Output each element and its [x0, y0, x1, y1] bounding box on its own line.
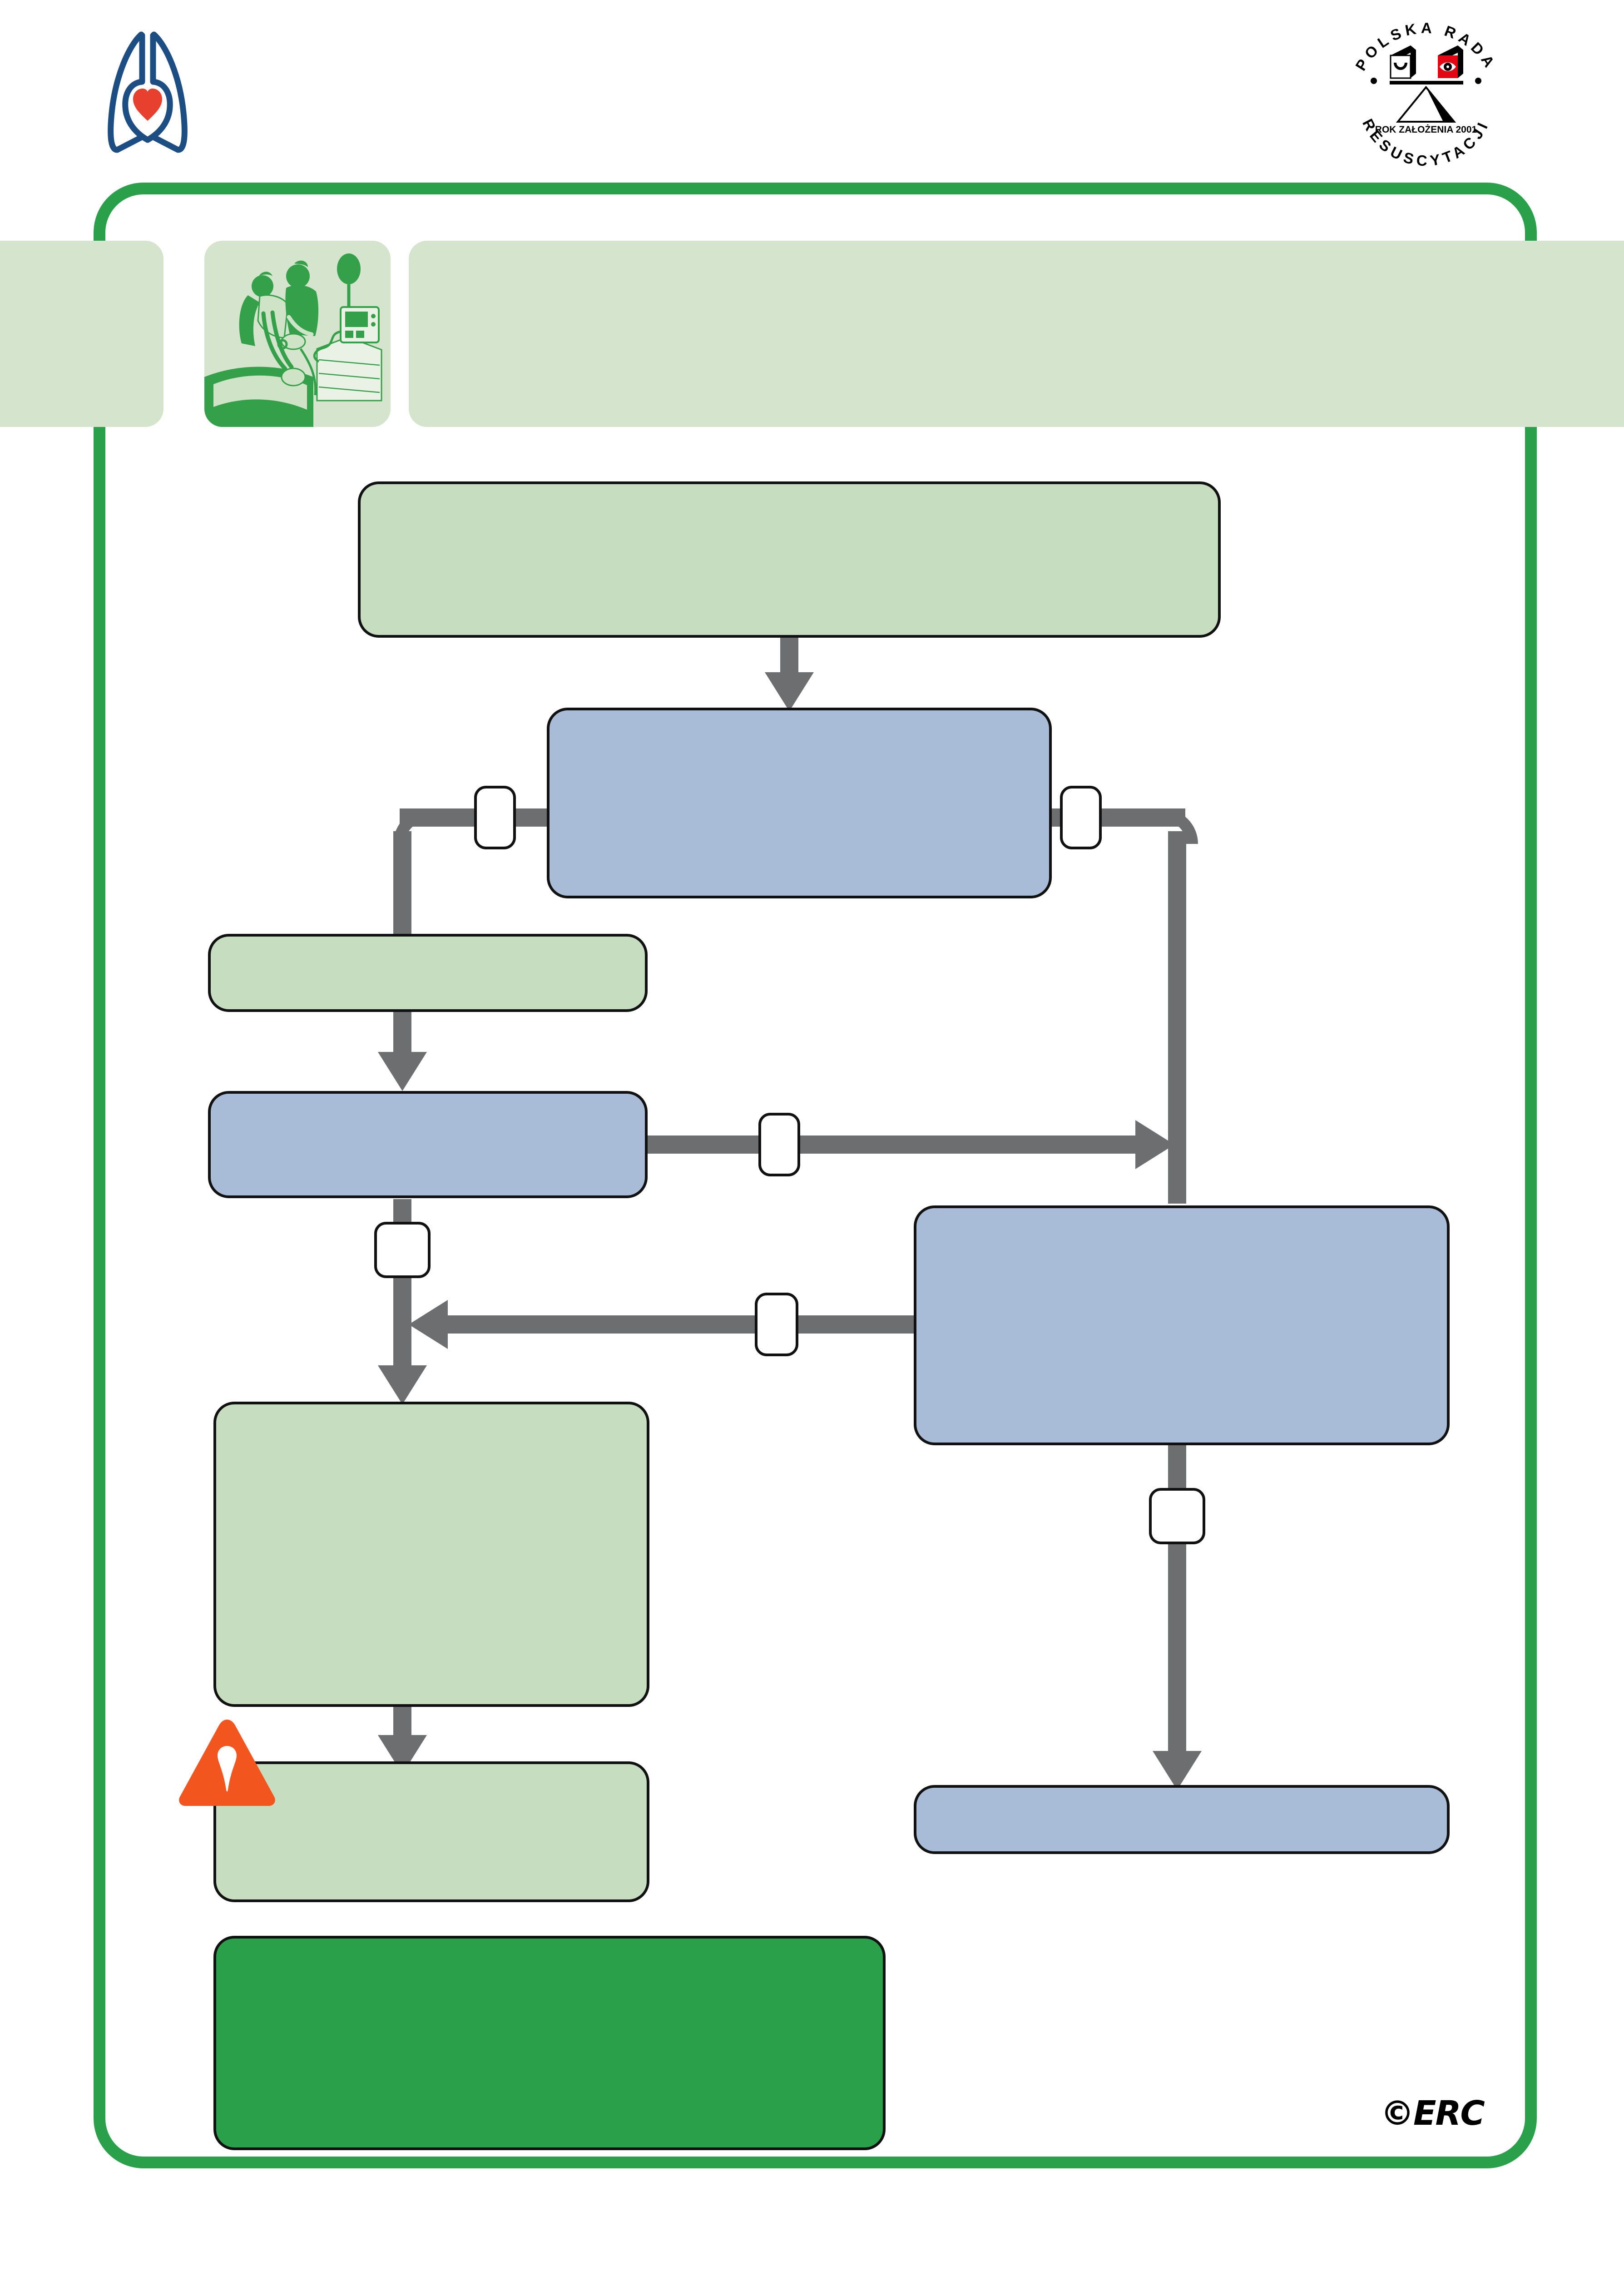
node-left-action-3[interactable] [213, 1761, 649, 1902]
warning-exclamation-icon [218, 1746, 237, 1792]
edge-decision-2-right-line [645, 1136, 1149, 1154]
polska-rada-resuscytacji-logo: POLSKA RADA RESUSCYTACJI ROK Z [1331, 5, 1521, 177]
chip-decision-1-right[interactable] [1060, 786, 1102, 849]
node-left-action-1[interactable] [208, 934, 648, 1012]
header-title-panel [409, 241, 1624, 427]
prc-triangle [1396, 85, 1456, 123]
cpr-with-defibrillator-illustration [204, 241, 391, 427]
prc-smile-cube [1390, 45, 1416, 79]
node-footer-emphasis[interactable] [213, 1936, 886, 2150]
edge-left-1-to-decision-2-arrow [378, 1052, 427, 1091]
header-illustration-panel [204, 241, 391, 427]
node-right-action-1[interactable] [914, 1205, 1450, 1445]
edge-decision-2-right-arrow [1135, 1120, 1174, 1169]
erc-copyright-mark: ©ERC [1381, 2094, 1485, 2133]
node-start[interactable] [358, 481, 1221, 638]
chip-decision-2-right[interactable] [758, 1113, 800, 1176]
edge-decision-2-down-arrow [378, 1365, 427, 1404]
chip-right-terminal[interactable] [1149, 1488, 1205, 1544]
chip-decision-2-down[interactable] [374, 1222, 431, 1278]
chip-decision-1-left[interactable] [474, 786, 516, 849]
edge-right-action-to-terminal-arrow [1153, 1751, 1202, 1790]
erc-logo [82, 18, 213, 164]
edge-right-action-to-left-line [448, 1315, 922, 1334]
edge-start-to-decision-1-arrow [765, 672, 814, 711]
header-left-panel [0, 241, 163, 427]
poster-frame [94, 183, 1537, 2168]
node-right-terminal[interactable] [914, 1785, 1450, 1854]
warning-triangle [177, 1717, 277, 1808]
edge-decision-1-left-v [393, 831, 411, 936]
node-left-action-2[interactable] [213, 1402, 649, 1707]
heart-icon [133, 89, 162, 121]
chip-merge-left[interactable] [755, 1293, 798, 1356]
node-decision-1[interactable] [547, 708, 1052, 898]
edge-right-action-to-left-arrow [409, 1300, 448, 1349]
prc-eye-cube [1438, 45, 1463, 78]
prc-founded-text: ROK ZAŁOŻENIA 2001 [1375, 124, 1477, 135]
node-decision-2[interactable] [208, 1091, 648, 1198]
header-band [0, 241, 1624, 427]
